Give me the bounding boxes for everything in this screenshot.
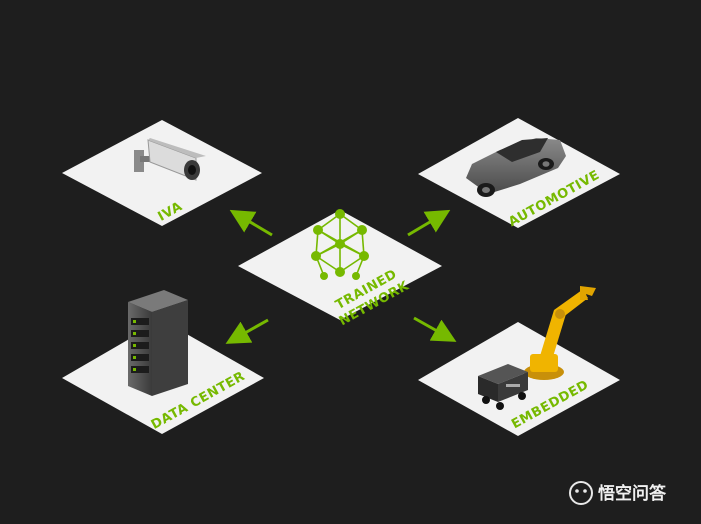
tile-iva (62, 120, 262, 226)
neural-network-nodes (311, 209, 369, 280)
arrow-to-iva (229, 209, 273, 237)
server-rack-icon (128, 290, 188, 396)
cart-robot-icon (478, 364, 528, 410)
security-camera-icon (134, 138, 206, 181)
arrow-to-embedded (413, 316, 457, 342)
arrow-to-automotive (407, 209, 451, 237)
watermark: 悟空问答 (569, 481, 667, 505)
robot-arm-icon (524, 286, 596, 380)
watermark-text: 悟空问答 (598, 483, 667, 504)
arrow-to-data-center (225, 318, 269, 344)
watermark-logo-icon (569, 481, 593, 505)
car-icon (466, 138, 566, 197)
